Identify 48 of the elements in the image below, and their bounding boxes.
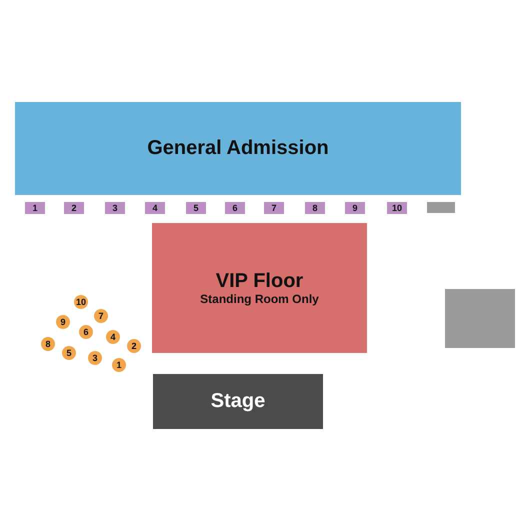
section-label: 9 bbox=[60, 316, 66, 328]
section-label: 7 bbox=[98, 310, 104, 322]
section-label: 10 bbox=[76, 296, 86, 308]
section-label: 2 bbox=[71, 202, 76, 214]
table-section bbox=[305, 202, 325, 214]
section-label: 6 bbox=[83, 326, 88, 338]
seating-section bbox=[15, 102, 461, 195]
table-seat bbox=[56, 315, 70, 329]
table-seat bbox=[79, 325, 93, 339]
table-section bbox=[264, 202, 284, 214]
table-seat bbox=[106, 330, 120, 344]
section-label: General Admission bbox=[147, 137, 329, 160]
table-seat bbox=[94, 309, 108, 323]
section-label: 4 bbox=[152, 202, 158, 214]
table-seat bbox=[88, 351, 102, 365]
table-section bbox=[64, 202, 84, 214]
table-section bbox=[105, 202, 125, 214]
section-label: 2 bbox=[131, 340, 136, 352]
table-section bbox=[225, 202, 245, 214]
section-note: Standing Room Only bbox=[200, 292, 319, 306]
table-section bbox=[186, 202, 206, 214]
entrance-block bbox=[427, 202, 455, 213]
table-seat bbox=[112, 358, 126, 372]
table-section bbox=[387, 202, 407, 214]
table-section bbox=[345, 202, 365, 214]
section-label: 9 bbox=[352, 202, 358, 214]
section-label: 8 bbox=[312, 202, 318, 214]
section-label: VIP Floor bbox=[216, 270, 304, 293]
table-seat bbox=[41, 337, 55, 351]
area-block bbox=[445, 289, 515, 348]
section-label: 8 bbox=[45, 338, 50, 350]
section-label: 5 bbox=[66, 348, 72, 358]
section-label: 3 bbox=[112, 202, 118, 214]
section-label: 10 bbox=[392, 202, 402, 214]
section-label: 5 bbox=[193, 202, 198, 214]
stage bbox=[153, 374, 323, 429]
table-section bbox=[145, 202, 165, 214]
section-label: 3 bbox=[92, 352, 98, 364]
table-section bbox=[25, 202, 45, 214]
section-label: 7 bbox=[271, 202, 276, 214]
table-seat bbox=[127, 339, 141, 353]
section-label: 6 bbox=[232, 202, 238, 214]
table-seat bbox=[62, 346, 76, 360]
section-label: Stage bbox=[210, 390, 266, 413]
section-label: 1 bbox=[116, 360, 122, 370]
section-label: 4 bbox=[110, 332, 116, 342]
seating-section bbox=[152, 223, 367, 353]
section-label: 1 bbox=[32, 202, 38, 214]
